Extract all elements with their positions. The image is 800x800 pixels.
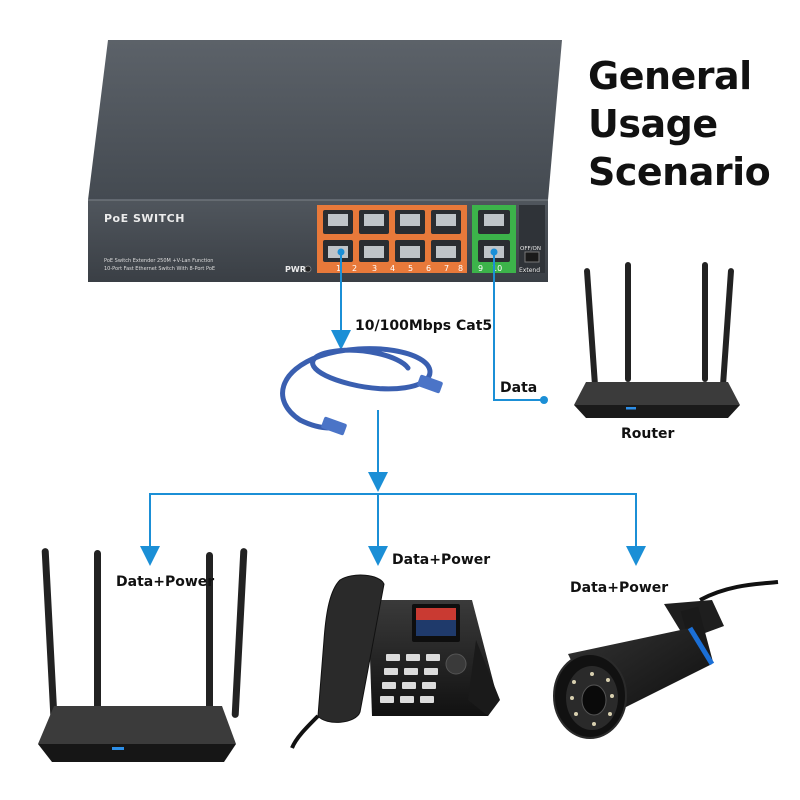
router-bottom	[38, 548, 248, 762]
router-endpoint-dot	[540, 396, 548, 404]
router-label: Router	[621, 426, 675, 442]
poe-ports	[323, 210, 461, 262]
ip-camera	[553, 580, 779, 739]
switch-description-line2: 10-Port Fast Ethernet Switch With 8-Port…	[104, 266, 215, 272]
heading-line: Usage	[588, 102, 718, 146]
extend-switch-area	[519, 205, 545, 273]
switch-brand: PoE SWITCH	[104, 212, 185, 225]
extend-toggle	[524, 251, 540, 263]
port-number-labels: 1 2 3 4 5 6 7 8 9 10	[336, 264, 502, 273]
port-number: 7	[444, 264, 449, 273]
port-6	[395, 240, 425, 262]
port-number: 9	[478, 264, 483, 273]
port-8	[431, 240, 461, 262]
switch-top-face	[88, 40, 562, 200]
cat5-cable	[280, 346, 443, 436]
uplink-line	[493, 252, 544, 401]
port-number: 6	[426, 264, 431, 273]
port-9	[478, 210, 510, 234]
port-7	[431, 210, 461, 234]
port-number: 3	[372, 264, 377, 273]
connection-lines	[140, 248, 646, 566]
heading-line: General	[588, 54, 752, 98]
device-label-camera: Data+Power	[570, 580, 669, 596]
uplink-label: Data	[500, 380, 538, 396]
port-number: 10	[492, 264, 502, 273]
port-number: 5	[408, 264, 413, 273]
port-number: 8	[458, 264, 463, 273]
switch-description-line1: PoE Switch Extender 250M +V-Lan Function	[104, 258, 213, 264]
ip-phone	[290, 574, 500, 749]
pwr-led	[304, 265, 312, 273]
extend-label: Extend	[519, 267, 540, 274]
rj45-plug-2	[417, 374, 443, 394]
device-label-phone: Data+Power	[392, 552, 491, 568]
port-number: 4	[390, 264, 395, 273]
device-label-router: Data+Power	[116, 574, 215, 590]
poe-switch: 1 2 3 4 5 6 7 8 9 10 PoE SWITCH PoE Swit…	[88, 40, 562, 282]
split-branch	[149, 493, 637, 548]
cable-label: 10/100Mbps Cat5	[355, 318, 493, 334]
port-number: 2	[352, 264, 357, 273]
rj45-plug-1	[321, 416, 347, 436]
toggle-label: OFF/ON	[520, 246, 541, 252]
port-4	[359, 240, 389, 262]
port-number: 1	[336, 264, 341, 273]
router-top	[574, 262, 740, 418]
diagram-heading: General Usage Scenario	[588, 52, 771, 196]
port-3	[359, 210, 389, 234]
port-1	[323, 210, 353, 234]
port-5	[395, 210, 425, 234]
heading-line: Scenario	[588, 150, 771, 194]
pwr-label: PWR	[285, 265, 306, 274]
